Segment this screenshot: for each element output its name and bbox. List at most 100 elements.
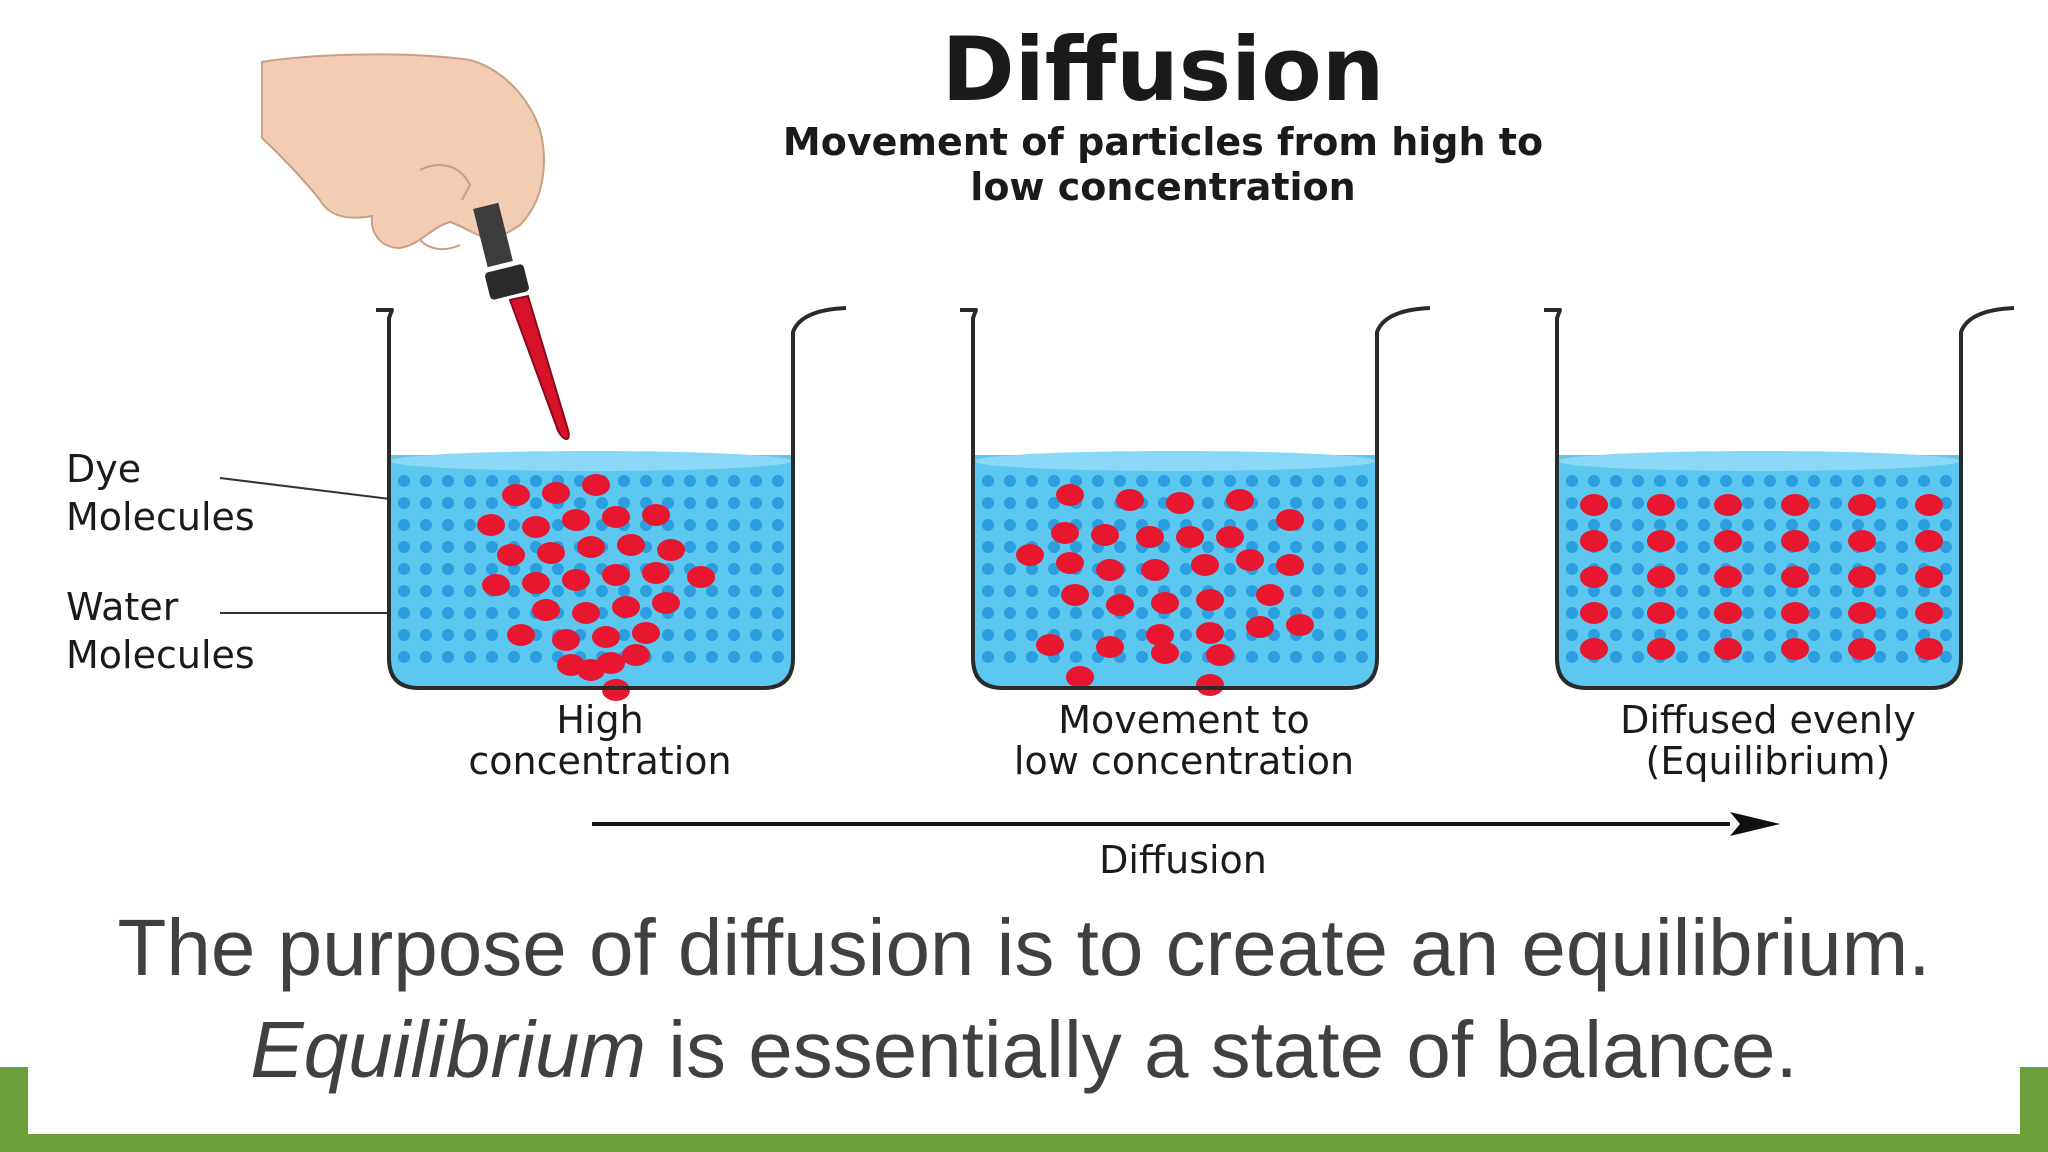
water-molecule: [1356, 607, 1368, 619]
dye-molecule: [1781, 530, 1809, 552]
water-molecule: [1158, 475, 1170, 487]
water-molecule: [1808, 651, 1820, 663]
dye-molecule: [1781, 638, 1809, 660]
water-molecule: [1940, 585, 1952, 597]
water-molecule: [706, 541, 718, 553]
water-molecule: [1830, 541, 1842, 553]
water-molecule: [420, 563, 432, 575]
water-molecule: [1676, 519, 1688, 531]
water-molecule: [1874, 651, 1886, 663]
water-molecule: [1654, 629, 1666, 641]
water-molecule: [1114, 541, 1126, 553]
water-molecule: [1808, 475, 1820, 487]
water-molecule: [1588, 585, 1600, 597]
water-molecule: [1202, 475, 1214, 487]
water-molecule: [1698, 651, 1710, 663]
water-molecule: [1610, 563, 1622, 575]
dye-molecule: [1066, 666, 1094, 688]
water-molecule: [1808, 497, 1820, 509]
arrow-right-icon: [592, 812, 1780, 836]
beaker-icon: [1544, 306, 2015, 690]
water-molecule: [772, 607, 784, 619]
water-molecule: [1676, 651, 1688, 663]
water-molecule: [1632, 585, 1644, 597]
water-molecule: [1588, 629, 1600, 641]
water-molecule: [1202, 497, 1214, 509]
water-molecule: [1224, 607, 1236, 619]
water-molecule: [1764, 585, 1776, 597]
dye-molecule: [1051, 522, 1079, 544]
water-molecule: [1334, 541, 1346, 553]
water-molecule: [464, 497, 476, 509]
water-molecule: [1114, 585, 1126, 597]
water-molecule: [1742, 519, 1754, 531]
dye-molecule: [562, 509, 590, 531]
water-molecule: [1224, 629, 1236, 641]
water-molecule: [750, 607, 762, 619]
water-molecule: [1312, 563, 1324, 575]
dye-molecule: [1116, 489, 1144, 511]
water-molecule: [1918, 519, 1930, 531]
water-molecule: [1940, 519, 1952, 531]
water-molecule: [1246, 519, 1258, 531]
dye-molecule: [1781, 494, 1809, 516]
water-molecule: [1334, 497, 1346, 509]
dye-molecule: [572, 602, 600, 624]
water-molecule: [1070, 475, 1082, 487]
beaker-3-caption-line1: Diffused evenly: [1620, 698, 1916, 742]
water-molecule: [1312, 629, 1324, 641]
water-molecule: [1632, 497, 1644, 509]
water-molecule: [1742, 497, 1754, 509]
water-label-line2: Molecules: [66, 633, 255, 677]
dye-molecule: [542, 482, 570, 504]
water-molecule: [464, 629, 476, 641]
water-molecule: [1830, 629, 1842, 641]
water-molecule: [684, 541, 696, 553]
water-molecule: [1048, 541, 1060, 553]
dye-molecule: [532, 599, 560, 621]
water-molecule: [530, 497, 542, 509]
water-molecule: [772, 497, 784, 509]
water-molecule: [1588, 475, 1600, 487]
water-molecule: [420, 497, 432, 509]
dye-molecule: [1647, 530, 1675, 552]
beaker-3-caption-line2: (Equilibrium): [1646, 739, 1891, 783]
dye-molecule: [1196, 589, 1224, 611]
water-molecule: [1092, 475, 1104, 487]
water-molecule: [442, 651, 454, 663]
water-molecule: [1720, 585, 1732, 597]
dye-molecule: [1176, 526, 1204, 548]
water-molecule: [728, 607, 740, 619]
water-molecule: [1874, 585, 1886, 597]
dye-molecule: [1151, 642, 1179, 664]
dye-molecule: [1848, 638, 1876, 660]
water-molecule: [684, 629, 696, 641]
dye-molecule: [642, 562, 670, 584]
water-molecule: [1312, 607, 1324, 619]
water-surface: [390, 451, 792, 471]
dye-molecule: [1191, 554, 1219, 576]
water-molecule: [1356, 497, 1368, 509]
dye-molecule: [1714, 494, 1742, 516]
dye-molecule: [1091, 524, 1119, 546]
water-molecule: [1114, 475, 1126, 487]
water-molecule: [706, 629, 718, 641]
water-molecule: [1764, 541, 1776, 553]
water-molecule: [982, 541, 994, 553]
water-molecule: [618, 629, 630, 641]
dropper-icon: [473, 202, 570, 440]
dye-molecule: [522, 572, 550, 594]
dye-molecule: [1286, 614, 1314, 636]
dye-molecule: [622, 644, 650, 666]
water-molecule: [1004, 629, 1016, 641]
water-molecule: [1874, 475, 1886, 487]
water-molecule: [1246, 651, 1258, 663]
water-molecule: [398, 497, 410, 509]
water-molecule: [1566, 629, 1578, 641]
dye-molecule: [1714, 530, 1742, 552]
water-molecule: [1180, 585, 1192, 597]
water-molecule: [1764, 629, 1776, 641]
water-molecule: [1676, 475, 1688, 487]
water-molecule: [1048, 475, 1060, 487]
water-molecule: [442, 563, 454, 575]
